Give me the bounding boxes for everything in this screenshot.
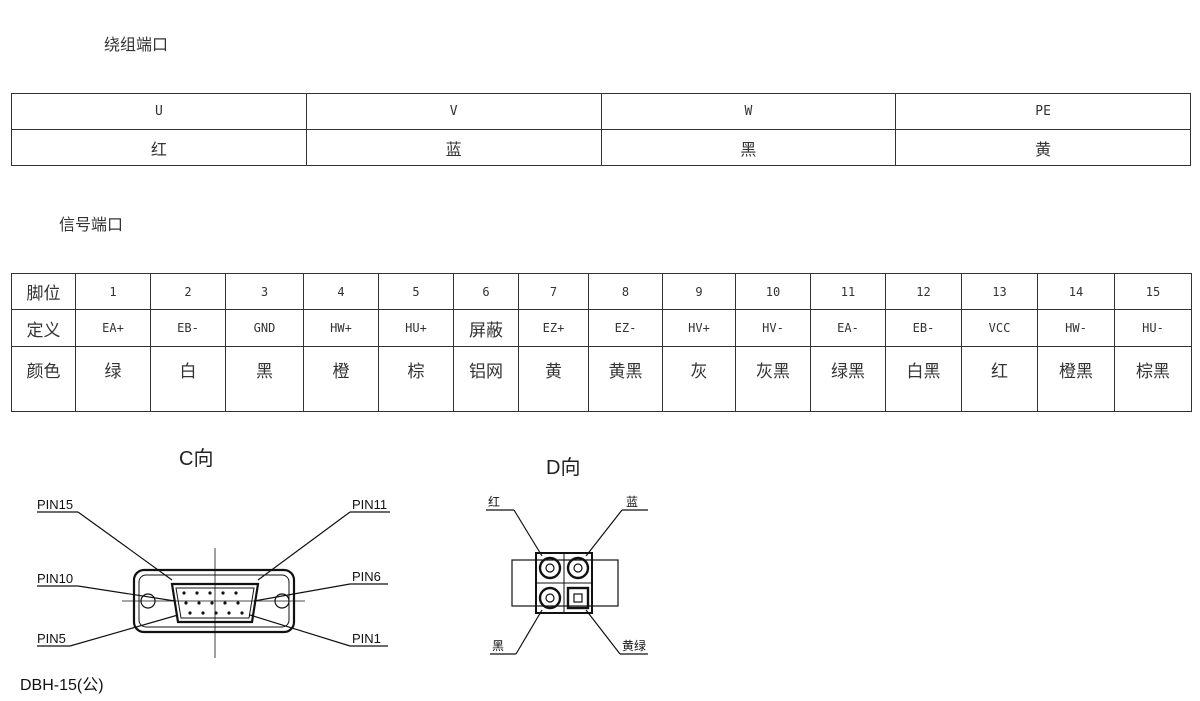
color-w: 黑	[600, 129, 897, 166]
definition-cell: EA-	[810, 309, 886, 347]
color-cell: 橙	[303, 346, 379, 412]
pin1-label: PIN1	[352, 631, 381, 646]
definition-cell: EZ-	[588, 309, 663, 347]
pin-cell: 11	[810, 273, 886, 310]
pin-cell: 6	[453, 273, 519, 310]
header-u: U	[11, 93, 307, 130]
winding-port-table: U V W PE 红 蓝 黑 黄	[11, 93, 1191, 166]
wire-red-label: 红	[488, 494, 500, 509]
definition-cell: EB-	[885, 309, 962, 347]
winding-port-title: 绕组端口	[104, 35, 169, 54]
pin5-label: PIN5	[37, 631, 66, 646]
pin-row: 脚位 1 2 3 4 5 6 7 8 9 10 11 12 13 14 15	[11, 273, 1192, 310]
pin-cell: 2	[150, 273, 226, 310]
color-cell: 白	[150, 346, 226, 412]
color-cell: 黄黑	[588, 346, 663, 412]
wire-black-label: 黑	[492, 639, 504, 653]
color-row: 颜色 绿 白 黑 橙 棕 铝网 黄 黄黑 灰 灰黑 绿黑 白黑 红 橙黑 棕黑	[11, 346, 1192, 412]
definition-cell: HW+	[303, 309, 379, 347]
definition-cell: EB-	[150, 309, 226, 347]
definition-cell: HW-	[1037, 309, 1115, 347]
definition-cell: 屏蔽	[453, 309, 519, 347]
header-pe: PE	[895, 93, 1191, 130]
color-cell: 棕黑	[1114, 346, 1192, 412]
color-cell: 绿	[75, 346, 151, 412]
row-label-pin: 脚位	[11, 273, 76, 310]
color-cell: 铝网	[453, 346, 519, 412]
wire-yellow-green-label: 黄绿	[622, 638, 646, 653]
definition-cell: HV+	[662, 309, 736, 347]
pin6-label: PIN6	[352, 569, 381, 584]
pin-cell: 14	[1037, 273, 1115, 310]
pin10-label: PIN10	[37, 571, 73, 586]
row-label-definition: 定义	[11, 309, 76, 347]
pin-cell: 10	[735, 273, 811, 310]
pin-cell: 3	[225, 273, 304, 310]
pin-cell: 1	[75, 273, 151, 310]
color-cell: 绿黑	[810, 346, 886, 412]
table-row: U V W PE	[11, 93, 1191, 130]
connector-model-label: DBH-15(公)	[20, 677, 104, 694]
color-cell: 黄	[518, 346, 589, 412]
pin-cell: 13	[961, 273, 1038, 310]
color-u: 红	[11, 129, 307, 166]
wire-blue-label: 蓝	[626, 495, 638, 509]
color-cell: 黑	[225, 346, 304, 412]
definition-cell: HV-	[735, 309, 811, 347]
color-cell: 灰	[662, 346, 736, 412]
power-connector-drawing: 红 蓝 黑 黄绿	[486, 494, 648, 655]
definition-row: 定义 EA+ EB- GND HW+ HU+ 屏蔽 EZ+ EZ- HV+ HV…	[11, 309, 1192, 347]
table-row: 红 蓝 黑 黄	[11, 129, 1191, 166]
definition-cell: GND	[225, 309, 304, 347]
signal-port-title: 信号端口	[59, 215, 124, 234]
pin-cell: 15	[1114, 273, 1192, 310]
color-v: 蓝	[305, 129, 602, 166]
color-cell: 灰黑	[735, 346, 811, 412]
view-d-label: D向	[546, 457, 581, 479]
pin15-label: PIN15	[37, 497, 73, 512]
pin-cell: 5	[378, 273, 454, 310]
definition-cell: EZ+	[518, 309, 589, 347]
pin-cell: 8	[588, 273, 663, 310]
definition-cell: VCC	[961, 309, 1038, 347]
pin11-label: PIN11	[352, 497, 387, 512]
color-cell: 棕	[378, 346, 454, 412]
row-label-color: 颜色	[11, 346, 76, 412]
color-cell: 白黑	[885, 346, 962, 412]
definition-cell: HU+	[378, 309, 454, 347]
pin-cell: 12	[885, 273, 962, 310]
db15-connector-drawing: PIN15 PIN11 PIN10 PIN6 PIN5 PIN1 DBH-15(…	[20, 497, 390, 694]
definition-cell: EA+	[75, 309, 151, 347]
signal-port-table: 脚位 1 2 3 4 5 6 7 8 9 10 11 12 13 14 15 定…	[11, 273, 1192, 412]
pin-cell: 4	[303, 273, 379, 310]
header-v: V	[305, 93, 602, 130]
view-c-label: C向	[179, 448, 214, 470]
color-cell: 橙黑	[1037, 346, 1115, 412]
definition-cell: HU-	[1114, 309, 1192, 347]
pin-cell: 7	[518, 273, 589, 310]
header-w: W	[600, 93, 897, 130]
color-cell: 红	[961, 346, 1038, 412]
pin-cell: 9	[662, 273, 736, 310]
color-pe: 黄	[895, 129, 1191, 166]
